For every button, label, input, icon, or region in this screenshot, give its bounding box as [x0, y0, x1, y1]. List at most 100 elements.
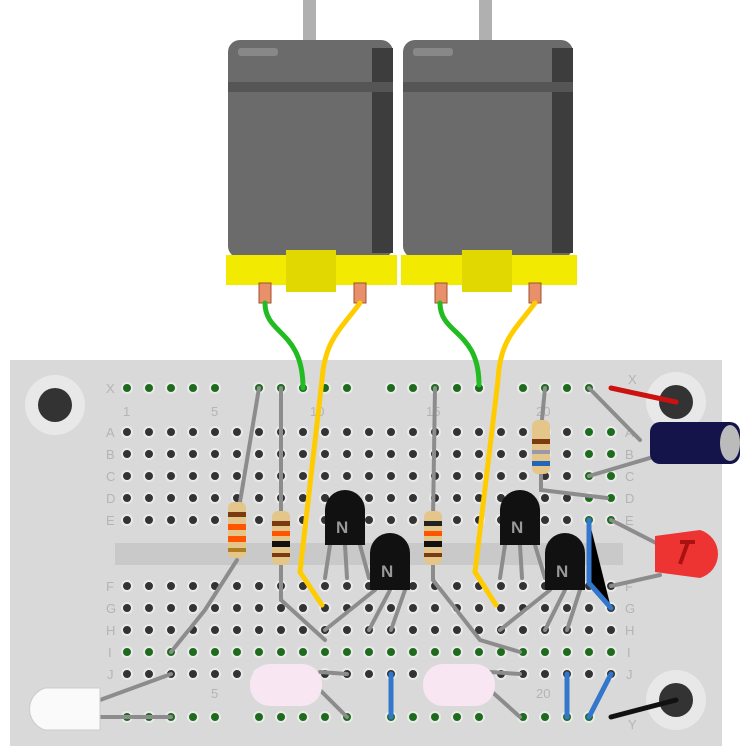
breadboard-hole[interactable]	[385, 448, 397, 460]
breadboard-hole[interactable]	[253, 711, 265, 723]
breadboard-hole[interactable]	[385, 470, 397, 482]
breadboard-hole[interactable]	[209, 492, 221, 504]
breadboard-hole[interactable]	[121, 492, 133, 504]
breadboard-hole[interactable]	[561, 448, 573, 460]
breadboard-hole[interactable]	[429, 711, 441, 723]
breadboard-hole[interactable]	[583, 602, 595, 614]
breadboard-hole[interactable]	[561, 470, 573, 482]
breadboard-hole[interactable]	[319, 470, 331, 482]
breadboard-hole[interactable]	[231, 602, 243, 614]
breadboard-hole[interactable]	[231, 646, 243, 658]
breadboard-hole[interactable]	[121, 382, 133, 394]
breadboard-hole[interactable]	[451, 426, 463, 438]
breadboard-hole[interactable]	[209, 382, 221, 394]
breadboard-hole[interactable]	[187, 668, 199, 680]
breadboard-hole[interactable]	[407, 602, 419, 614]
breadboard-hole[interactable]	[451, 470, 463, 482]
breadboard-hole[interactable]	[363, 602, 375, 614]
led-red[interactable]	[655, 530, 718, 578]
resistor-3[interactable]	[424, 511, 442, 565]
breadboard-hole[interactable]	[341, 470, 353, 482]
breadboard-hole[interactable]	[209, 711, 221, 723]
breadboard-hole[interactable]	[495, 448, 507, 460]
breadboard-hole[interactable]	[253, 492, 265, 504]
breadboard-hole[interactable]	[209, 602, 221, 614]
wire-green-motor1[interactable]	[262, 300, 306, 391]
wire-red-power[interactable]	[608, 385, 679, 405]
breadboard-hole[interactable]	[297, 426, 309, 438]
wire-black-ground[interactable]	[608, 697, 679, 720]
breadboard-hole[interactable]	[517, 470, 529, 482]
breadboard-hole[interactable]	[165, 492, 177, 504]
breadboard-hole[interactable]	[473, 602, 485, 614]
breadboard-hole[interactable]	[275, 624, 287, 636]
breadboard-hole[interactable]	[473, 646, 485, 658]
breadboard-hole[interactable]	[583, 646, 595, 658]
breadboard-hole[interactable]	[297, 470, 309, 482]
breadboard-hole[interactable]	[539, 711, 551, 723]
breadboard-hole[interactable]	[209, 646, 221, 658]
breadboard-hole[interactable]	[583, 624, 595, 636]
breadboard-hole[interactable]	[165, 580, 177, 592]
breadboard-hole[interactable]	[187, 448, 199, 460]
breadboard-hole[interactable]	[363, 492, 375, 504]
breadboard-hole[interactable]	[275, 711, 287, 723]
resistor-4[interactable]	[532, 420, 550, 474]
breadboard-hole[interactable]	[385, 426, 397, 438]
resistor-1[interactable]	[228, 502, 246, 558]
breadboard-hole[interactable]	[407, 426, 419, 438]
breadboard-hole[interactable]	[517, 448, 529, 460]
breadboard-hole[interactable]	[451, 580, 463, 592]
breadboard-hole[interactable]	[561, 646, 573, 658]
breadboard-hole[interactable]	[231, 624, 243, 636]
breadboard-hole[interactable]	[539, 514, 551, 526]
breadboard-hole[interactable]	[231, 580, 243, 592]
breadboard-hole[interactable]	[451, 646, 463, 658]
breadboard-hole[interactable]	[495, 580, 507, 592]
resistor-2[interactable]	[272, 511, 290, 565]
breadboard-hole[interactable]	[407, 711, 419, 723]
breadboard-hole[interactable]	[121, 602, 133, 614]
breadboard-hole[interactable]	[407, 492, 419, 504]
breadboard-hole[interactable]	[209, 668, 221, 680]
breadboard-hole[interactable]	[143, 382, 155, 394]
breadboard-hole[interactable]	[143, 448, 155, 460]
breadboard-hole[interactable]	[539, 492, 551, 504]
breadboard-hole[interactable]	[407, 624, 419, 636]
breadboard-hole[interactable]	[319, 646, 331, 658]
breadboard-hole[interactable]	[143, 624, 155, 636]
breadboard-hole[interactable]	[187, 470, 199, 482]
breadboard-hole[interactable]	[297, 624, 309, 636]
breadboard-hole[interactable]	[209, 426, 221, 438]
breadboard-hole[interactable]	[187, 492, 199, 504]
breadboard-hole[interactable]	[605, 448, 617, 460]
breadboard-hole[interactable]	[143, 602, 155, 614]
breadboard-hole[interactable]	[165, 602, 177, 614]
breadboard-hole[interactable]	[363, 426, 375, 438]
breadboard-hole[interactable]	[341, 426, 353, 438]
breadboard-hole[interactable]	[407, 470, 419, 482]
breadboard-hole[interactable]	[209, 624, 221, 636]
breadboard-hole[interactable]	[341, 624, 353, 636]
breadboard-hole[interactable]	[143, 514, 155, 526]
breadboard-hole[interactable]	[451, 382, 463, 394]
breadboard-hole[interactable]	[231, 426, 243, 438]
led-pink-1[interactable]	[250, 664, 322, 706]
breadboard-hole[interactable]	[341, 646, 353, 658]
breadboard-hole[interactable]	[407, 448, 419, 460]
transistor-4[interactable]: N	[545, 533, 585, 590]
breadboard-hole[interactable]	[121, 426, 133, 438]
breadboard-hole[interactable]	[561, 514, 573, 526]
breadboard-hole[interactable]	[165, 448, 177, 460]
breadboard-hole[interactable]	[187, 711, 199, 723]
transistor-3[interactable]: N	[500, 490, 540, 545]
breadboard-hole[interactable]	[517, 624, 529, 636]
breadboard-hole[interactable]	[165, 426, 177, 438]
breadboard-hole[interactable]	[143, 580, 155, 592]
breadboard-hole[interactable]	[539, 602, 551, 614]
breadboard-hole[interactable]	[165, 470, 177, 482]
breadboard-hole[interactable]	[143, 470, 155, 482]
breadboard-hole[interactable]	[363, 668, 375, 680]
breadboard-hole[interactable]	[539, 668, 551, 680]
breadboard-hole[interactable]	[539, 646, 551, 658]
